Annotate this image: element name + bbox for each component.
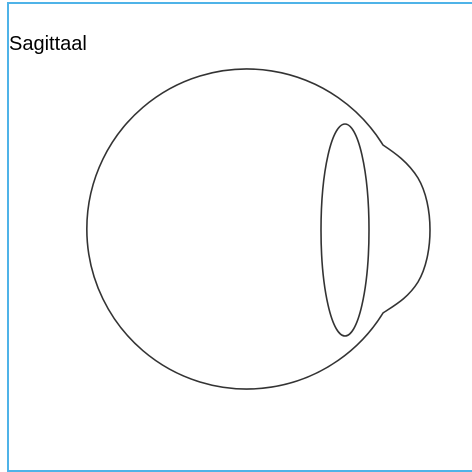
- lens: [321, 124, 369, 336]
- eye-sagittal-diagram: [0, 0, 472, 459]
- eyeball-outline: [87, 69, 430, 389]
- diagram-canvas: Sagittaal: [0, 0, 472, 459]
